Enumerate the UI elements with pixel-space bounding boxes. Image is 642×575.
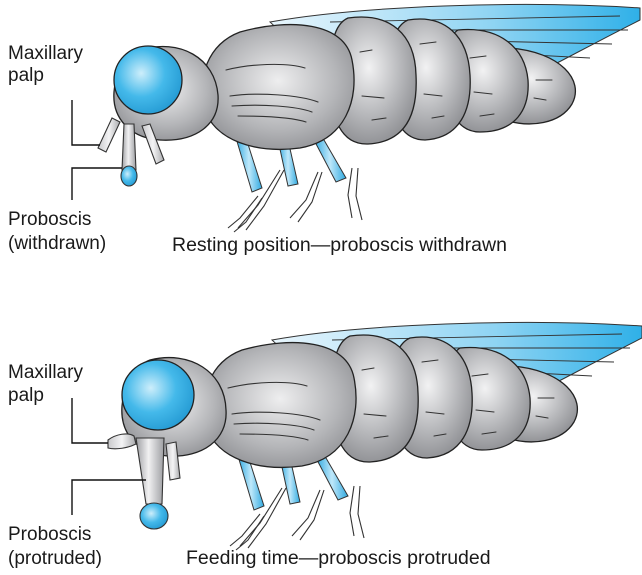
label-proboscis-line1: Proboscis bbox=[8, 209, 91, 230]
caption-feeding: Feeding time—proboscis protruded bbox=[186, 547, 491, 569]
maxillary-palp bbox=[98, 118, 120, 152]
proboscis bbox=[122, 124, 136, 170]
caption-resting: Resting position—proboscis withdrawn bbox=[172, 234, 507, 256]
label-maxillary-palp-line1: Maxillary bbox=[8, 362, 83, 383]
label-proboscis-line1: Proboscis bbox=[8, 524, 91, 545]
label-maxillary-palp-line2: palp bbox=[8, 385, 44, 406]
leader-palp bbox=[72, 398, 108, 443]
leader-proboscis bbox=[72, 168, 122, 200]
label-proboscis-line2: (withdrawn) bbox=[8, 233, 106, 254]
compound-eye bbox=[122, 360, 194, 430]
label-maxillary-palp-line1: Maxillary bbox=[8, 43, 83, 64]
leader-palp bbox=[72, 100, 100, 145]
compound-eye bbox=[114, 46, 182, 114]
mosquito-feeding: Maxillary palp Proboscis (protruded) Fee… bbox=[8, 322, 642, 569]
mosquito-resting: Maxillary palp Proboscis (withdrawn) Res… bbox=[8, 4, 640, 256]
proboscis bbox=[136, 438, 164, 504]
label-maxillary-palp-line2: palp bbox=[8, 65, 44, 86]
label-proboscis-line2: (protruded) bbox=[8, 548, 102, 569]
leader-proboscis bbox=[72, 480, 146, 515]
maxillary-palp bbox=[108, 434, 136, 449]
